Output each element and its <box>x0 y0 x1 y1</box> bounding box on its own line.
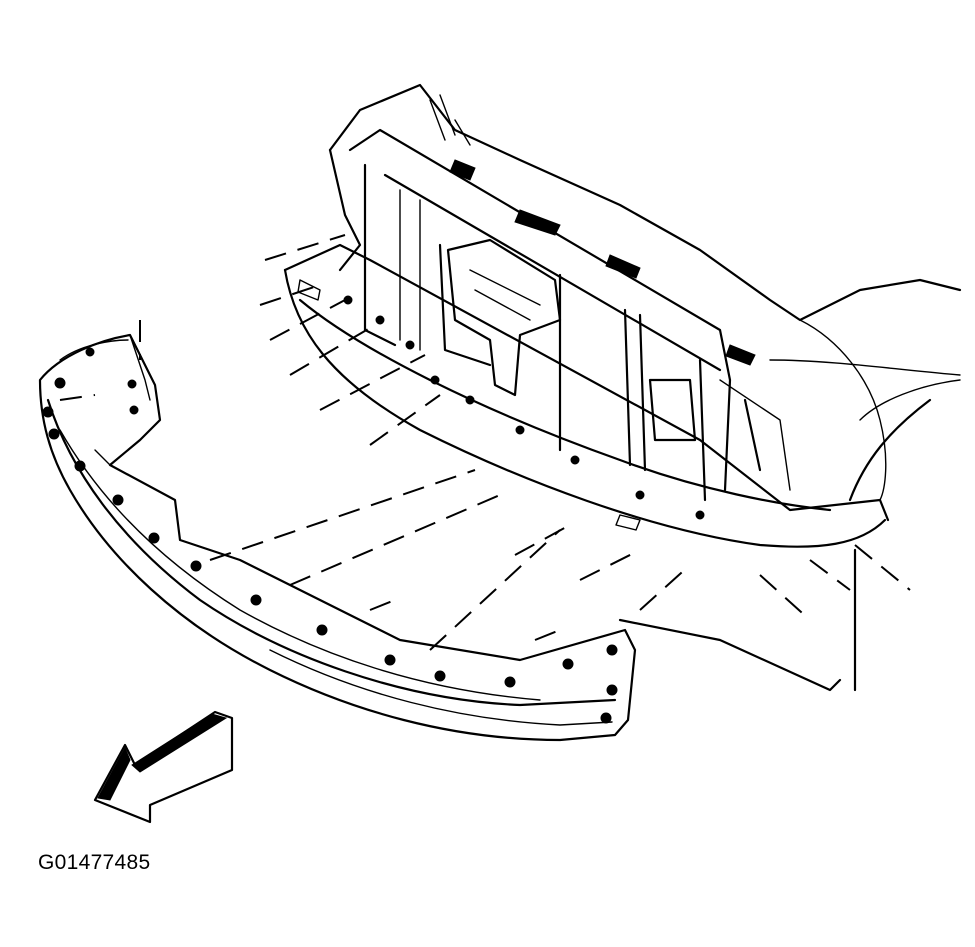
vehicle-front-body <box>328 83 962 502</box>
radiator-support <box>348 94 791 502</box>
bumper-energy-absorber <box>283 243 890 692</box>
front-direction-arrow-icon <box>93 710 234 824</box>
alignment-lines <box>59 234 911 651</box>
bolt-holes <box>343 295 705 520</box>
figure-id-label: G01477485 <box>38 851 151 874</box>
front-bumper-fascia <box>38 333 637 742</box>
fascia-fasteners <box>42 347 618 724</box>
